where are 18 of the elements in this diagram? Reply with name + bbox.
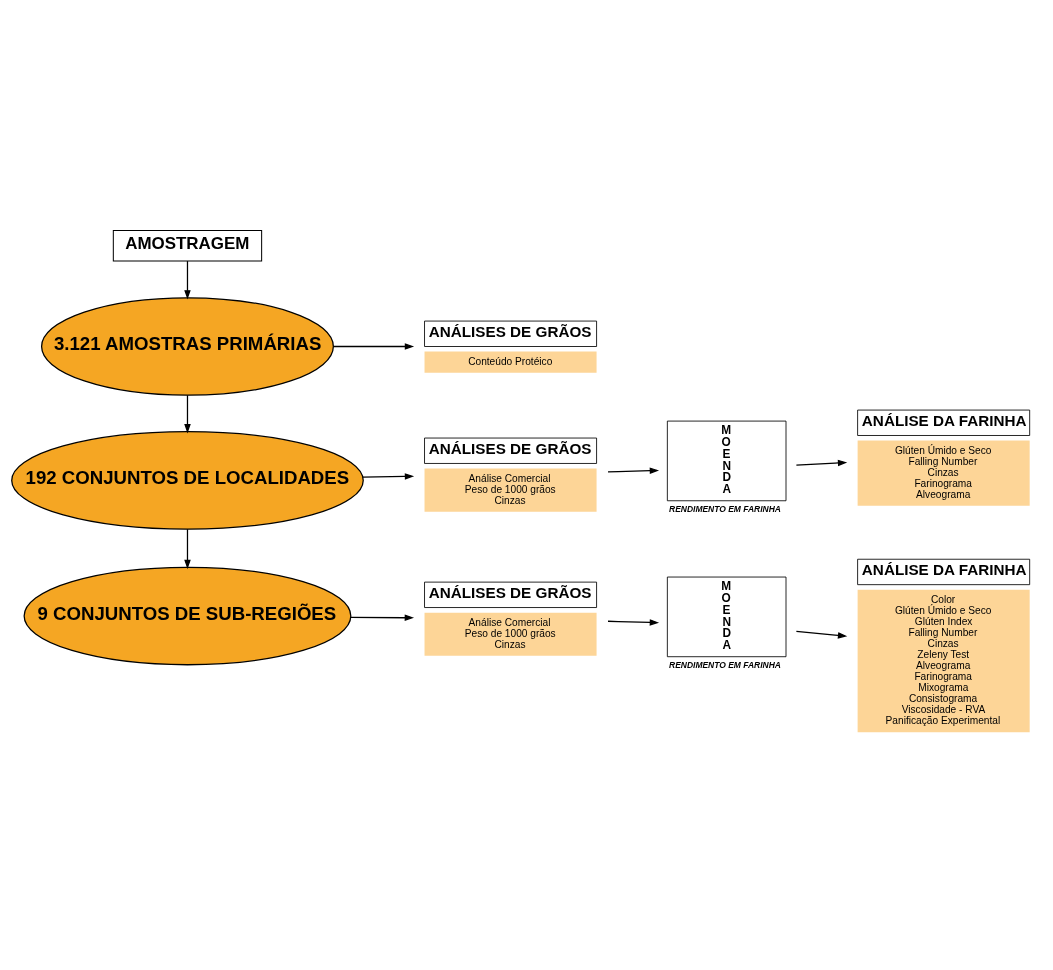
arrow: [607, 618, 660, 626]
node-label: RENDIMENTO EM FARINHA: [669, 659, 781, 670]
node-box: MOENDA: [666, 420, 787, 501]
node-ellipse: 9 CONJUNTOS DE SUB-REGIÕES: [23, 566, 352, 665]
arrow: [795, 459, 848, 466]
node-label: RENDIMENTO EM FARINHA: [669, 503, 781, 514]
node-box: MOENDA: [666, 576, 787, 657]
arrow: [350, 613, 414, 621]
node-box: AMOSTRAGEM: [112, 229, 263, 261]
arrow: [795, 630, 848, 639]
node-ellipse: 192 CONJUNTOS DE LOCALIDADES: [11, 430, 364, 530]
arrow: [184, 394, 191, 433]
arrow: [362, 472, 415, 480]
arrow: [607, 466, 660, 474]
node-ellipse: 3.121 AMOSTRAS PRIMÁRIAS: [40, 296, 334, 396]
arrow: [332, 342, 415, 350]
arrow: [184, 259, 191, 300]
arrow: [184, 528, 191, 569]
